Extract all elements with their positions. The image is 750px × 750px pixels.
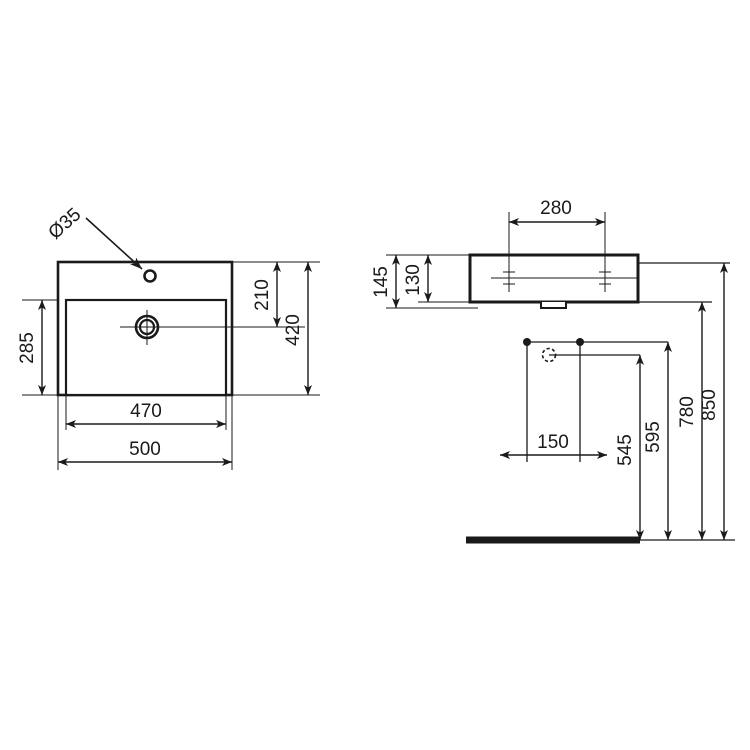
plan-view-group: Ø35 285 210 420 470 500: [17, 204, 320, 470]
fixing-point-left: [523, 338, 531, 346]
dimlabel-210: 210: [252, 279, 273, 311]
dimlabel-130: 130: [403, 264, 424, 296]
dimlabel-850: 850: [699, 389, 720, 421]
installation-detail-group: 150 545 595 780 850: [466, 262, 735, 544]
detail-witness-lines: [526, 262, 730, 462]
side-elevation-group: 280 145 130: [371, 198, 640, 309]
waste-outlet-outer-ring: [134, 314, 160, 340]
dimlabel-145: 145: [371, 266, 392, 298]
basin-inner-bowl-plan: [64, 298, 228, 397]
dimlabel-420: 420: [283, 314, 304, 346]
tap-hole: [143, 269, 157, 283]
dimlabel-500: 500: [129, 439, 161, 460]
tap-hole-leader-line: [85, 217, 143, 270]
dimlabel-470: 470: [130, 401, 162, 422]
waste-outlet-side: [540, 302, 567, 309]
fixing-point-right: [576, 338, 584, 346]
dimlabel-780: 780: [677, 396, 698, 428]
dimlabel-285: 285: [17, 332, 38, 364]
waste-pipe-outline: [541, 347, 557, 363]
dimlabel-545: 545: [615, 434, 636, 466]
bracket-centre-marks: [491, 243, 638, 292]
dimlabel-595: 595: [643, 421, 664, 453]
dimlabel-150: 150: [537, 432, 569, 453]
waste-outlet-inner-ring: [138, 318, 156, 336]
dimlabel-280: 280: [540, 198, 572, 219]
